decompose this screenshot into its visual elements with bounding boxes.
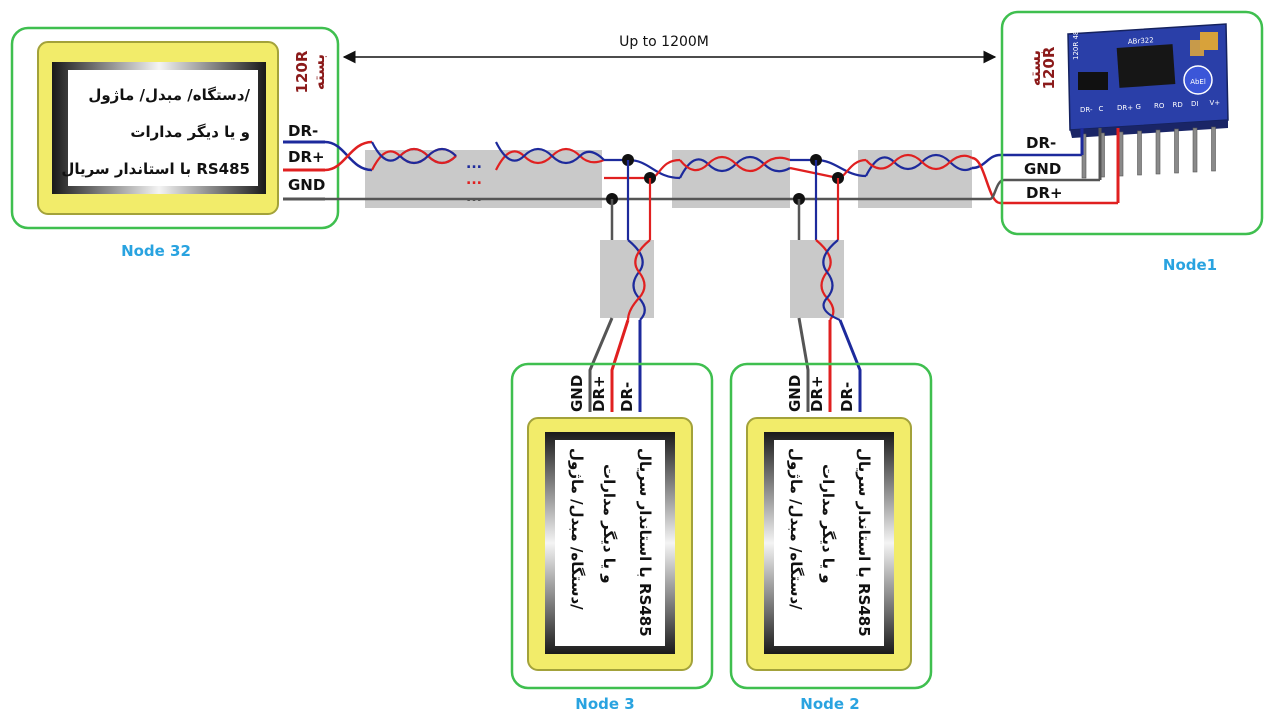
node-32-resistor-value: 120R	[293, 50, 311, 93]
drop-sleeve-node-2	[790, 240, 844, 318]
module-header-pin	[1118, 131, 1124, 177]
node-3-label-dr-minus: DR-	[618, 382, 636, 412]
node-1-resistor-note: بسته	[1026, 50, 1044, 86]
node-3-label-dr-plus: DR+	[590, 375, 608, 412]
module-pin-label: RO	[1154, 102, 1165, 110]
node-2-text-line2: و یا دیگر مدارات	[819, 464, 837, 584]
node-2-label-dr-minus: DR-	[838, 382, 856, 412]
module-pin-label: G	[1136, 103, 1141, 111]
drop-cable-node-2	[790, 160, 862, 412]
ellipsis-dr-minus: ...	[466, 156, 482, 172]
node-32-caption: Node 32	[121, 242, 191, 260]
rs485-module: ABr322 AbEl 120R 485 DR- C DR+G RO RD DI V+	[1067, 23, 1229, 179]
node-2-label-dr-plus: DR+	[808, 375, 826, 412]
node-3-caption: Node 3	[575, 695, 634, 713]
module-pin-label: RD	[1173, 101, 1183, 109]
node-32-text-line3: با استاندار سریال RS485	[61, 160, 250, 178]
bus-cable: ... ... ...	[324, 140, 1118, 208]
node-2-group: GND DR+ DR- دستگاه/ مبدل/ ماژول/ و یا دی…	[729, 362, 933, 713]
module-header-pins	[1081, 126, 1216, 179]
module-pin-labels: DR- C DR+G RO RD DI V+	[1080, 99, 1220, 114]
module-header-pin	[1192, 127, 1198, 173]
module-chip-label: ABr322	[1128, 36, 1154, 46]
drop-cable-node-3	[588, 160, 654, 412]
node-2-screen	[774, 440, 884, 646]
node-1-label-dr-plus: DR+	[1026, 184, 1063, 202]
module-pin-label: DR-	[1080, 106, 1093, 114]
module-brand: AbEl	[1190, 78, 1206, 86]
node-32-frame	[10, 26, 340, 230]
node-32-label-dr-minus: DR-	[288, 122, 318, 140]
module-pin-label: V+	[1210, 99, 1221, 107]
ellipsis-dr-plus: ...	[466, 172, 482, 188]
node-32-resistor-note: بسته	[310, 54, 328, 90]
node-2-text-line1: دستگاه/ مبدل/ ماژول/	[787, 448, 805, 610]
module-header-pin	[1155, 129, 1161, 175]
node-1-resistor-value: 120R	[1040, 46, 1058, 89]
node-1-frame	[1000, 10, 1264, 236]
node-2-text-line3: با استاندار سریال RS485	[855, 448, 873, 637]
node-1-caption: Node1	[1163, 256, 1217, 274]
node-3-label-gnd: GND	[568, 375, 586, 412]
module-pin-label: C	[1099, 105, 1104, 113]
node-3-group: GND DR+ DR- دستگاه/ مبدل/ ماژول/ و یا دی…	[510, 362, 714, 713]
node-1-label-dr-minus: DR-	[1026, 134, 1056, 152]
module-pin-label: DR+	[1117, 104, 1133, 112]
module-pin-label: DI	[1191, 100, 1198, 108]
node-3-frame	[510, 362, 714, 690]
node-32-label-dr-plus: DR+	[288, 148, 325, 166]
drop-sleeve-node-3	[600, 240, 654, 318]
module-component	[1078, 72, 1108, 90]
node-3-text-line2: و یا دیگر مدارات	[600, 464, 618, 584]
node-2-label-gnd: GND	[786, 375, 804, 412]
node-32-label-gnd: GND	[288, 176, 325, 194]
ellipsis-gnd: ...	[466, 189, 482, 205]
node-3-text-line1: دستگاه/ مبدل/ ماژول/	[568, 448, 586, 610]
module-header-pin	[1174, 128, 1179, 174]
module-logo-icon	[1183, 65, 1213, 95]
node-3-text-line3: با استاندار سریال RS485	[636, 448, 654, 637]
module-header-pin	[1211, 126, 1216, 172]
module-header-pin	[1137, 130, 1142, 176]
node-1-label-gnd: GND	[1024, 160, 1061, 178]
distance-label: Up to 1200M	[619, 34, 709, 50]
node-32-group: دستگاه/ مبدل/ ماژول/ و یا دیگر مدارات با…	[10, 26, 340, 260]
node-2-caption: Node 2	[800, 695, 859, 713]
module-capacitor	[1200, 32, 1218, 50]
node-2-frame	[729, 362, 933, 690]
node-32-text-line1: دستگاه/ مبدل/ ماژول/	[88, 86, 250, 104]
module-header-pin	[1081, 133, 1087, 179]
module-side-text: 120R 485	[1072, 26, 1080, 60]
node-32-text-line2: و یا دیگر مدارات	[130, 123, 250, 141]
node-32-screen	[68, 70, 258, 186]
node-3-screen	[555, 440, 665, 646]
module-chip	[1116, 44, 1176, 88]
